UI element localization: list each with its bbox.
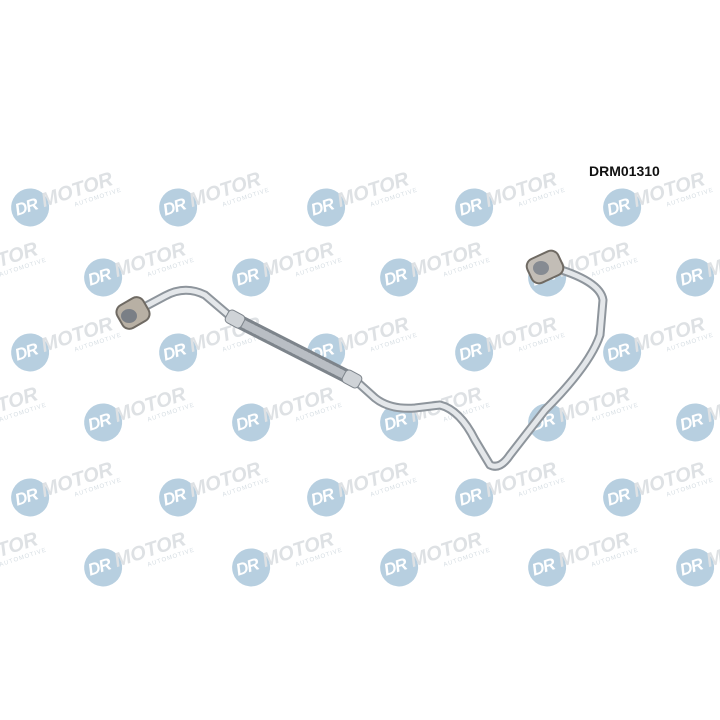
product-code-label: DRM01310 [589, 163, 660, 179]
